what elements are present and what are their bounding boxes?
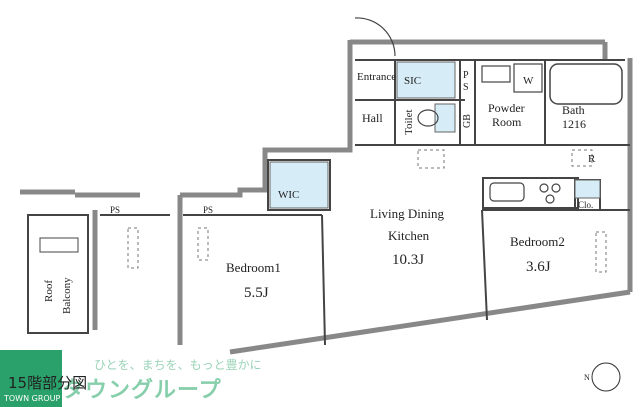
roof-balcony-label-1: Roof [43, 280, 55, 302]
town-group-logo [0, 350, 62, 407]
bathtub [549, 63, 623, 105]
kitchen-sink [489, 182, 525, 202]
fixture-fills [269, 61, 601, 209]
washer [513, 63, 543, 93]
bedroom2-label: Bedroom2 [510, 234, 565, 249]
living-size-label: 10.3J [392, 252, 424, 268]
north-label: N [584, 373, 590, 382]
interior-walls [27, 59, 630, 346]
north-arrow-icon [591, 362, 621, 392]
clo-label: Clo. [578, 200, 593, 210]
bath-label: Bath [562, 103, 585, 117]
stove [539, 183, 561, 204]
r-label: R [588, 153, 596, 165]
bath-size-label: 1216 [562, 117, 586, 131]
roof-balcony-rail [39, 237, 79, 253]
watermark-slogan: ひとを、まちを、もっと豊かに [94, 358, 262, 372]
toilet-bowl [417, 109, 439, 127]
living-label-2: Kitchen [388, 228, 430, 243]
brand-tag: TOWN GROUP [4, 394, 61, 403]
hall-label: Hall [362, 111, 383, 125]
watermark-brand: タウングループ [62, 378, 222, 403]
wic-label: WIC [278, 189, 299, 201]
sic-label: SIC [404, 75, 421, 87]
sink [481, 65, 511, 83]
powder-room-label-1: Powder [488, 101, 525, 115]
outer-walls [20, 39, 633, 355]
entrance-label: Entrance [357, 71, 396, 83]
gb-label: GB [462, 114, 473, 128]
entrance-door-arc [354, 17, 396, 57]
living-label-1: Living Dining [370, 206, 445, 221]
bedroom1-label: Bedroom1 [226, 260, 281, 275]
ps-mid-label: PS [203, 205, 213, 215]
ps-top-label-s: S [463, 82, 469, 93]
roof-balcony-label-2: Balcony [61, 277, 73, 314]
dashed-marks [127, 149, 607, 273]
powder-room-label-2: Room [492, 115, 522, 129]
ps-top-label: P [463, 70, 469, 81]
toilet-label: Toilet [403, 109, 415, 135]
ps-left-label: PS [110, 205, 120, 215]
w-label: W [523, 75, 534, 87]
bedroom1-size-label: 5.5J [244, 285, 269, 301]
floor-label: 15階部分図 [8, 374, 88, 392]
bedroom2-size-label: 3.6J [526, 259, 551, 275]
